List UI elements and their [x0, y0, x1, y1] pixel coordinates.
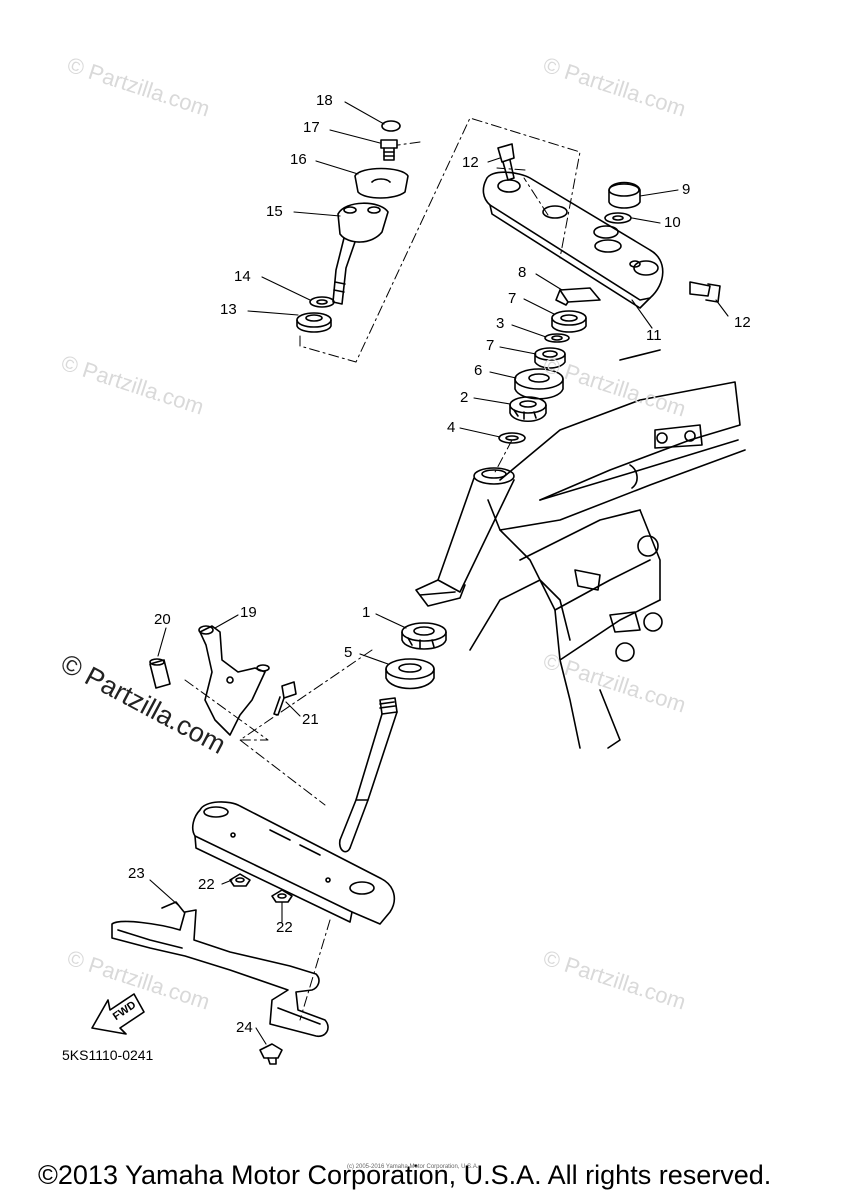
callout-4: 4	[447, 419, 456, 436]
callout-19: 19	[240, 604, 257, 621]
callout-17: 17	[303, 119, 320, 136]
callout-1: 1	[362, 604, 371, 621]
lower-bracket-assembly	[192, 697, 398, 925]
callout-18: 18	[316, 92, 333, 109]
callout-23: 23	[128, 865, 145, 882]
forward-arrow	[91, 993, 145, 1035]
callout-5: 5	[344, 644, 353, 661]
cable-guide-assembly	[149, 625, 297, 736]
callout-11: 11	[646, 327, 662, 344]
callout-21: 21	[302, 711, 319, 728]
callout-12-right: 12	[734, 314, 751, 331]
callout-6: 6	[474, 362, 483, 379]
upper-bracket-assembly	[482, 143, 721, 309]
callout-22-lower: 22	[276, 919, 293, 936]
callout-24: 24	[236, 1019, 253, 1036]
callout-22-left: 22	[198, 876, 215, 893]
callout-7-lower: 7	[486, 337, 495, 354]
callout-leader-lines	[149, 101, 729, 1045]
steering-head-pipe	[415, 467, 515, 607]
steering-bearing-stack	[385, 287, 601, 690]
callout-20: 20	[154, 611, 171, 628]
assembly-guide-lines	[184, 117, 581, 1021]
brake-hose-guide	[111, 901, 329, 1065]
small-copyright: (c) 2005-2016 Yamaha Motor Corporation, …	[347, 1164, 479, 1170]
callout-3: 3	[496, 315, 505, 332]
callout-7-upper: 7	[508, 290, 517, 307]
callout-16: 16	[290, 151, 307, 168]
frame-drawing	[469, 349, 746, 749]
callout-2: 2	[460, 389, 469, 406]
callout-9: 9	[682, 181, 691, 198]
part-code: 5KS1110-0241	[62, 1047, 154, 1063]
copyright-notice: ©2013 Yamaha Motor Corporation, U.S.A. A…	[38, 1160, 772, 1190]
callout-14: 14	[234, 268, 251, 285]
callout-15: 15	[266, 203, 283, 220]
handlebar-holder-assembly	[296, 120, 409, 333]
callout-13: 13	[220, 301, 237, 318]
callout-8: 8	[518, 264, 527, 281]
callout-12-top: 12	[462, 154, 479, 171]
callout-10: 10	[664, 214, 681, 231]
